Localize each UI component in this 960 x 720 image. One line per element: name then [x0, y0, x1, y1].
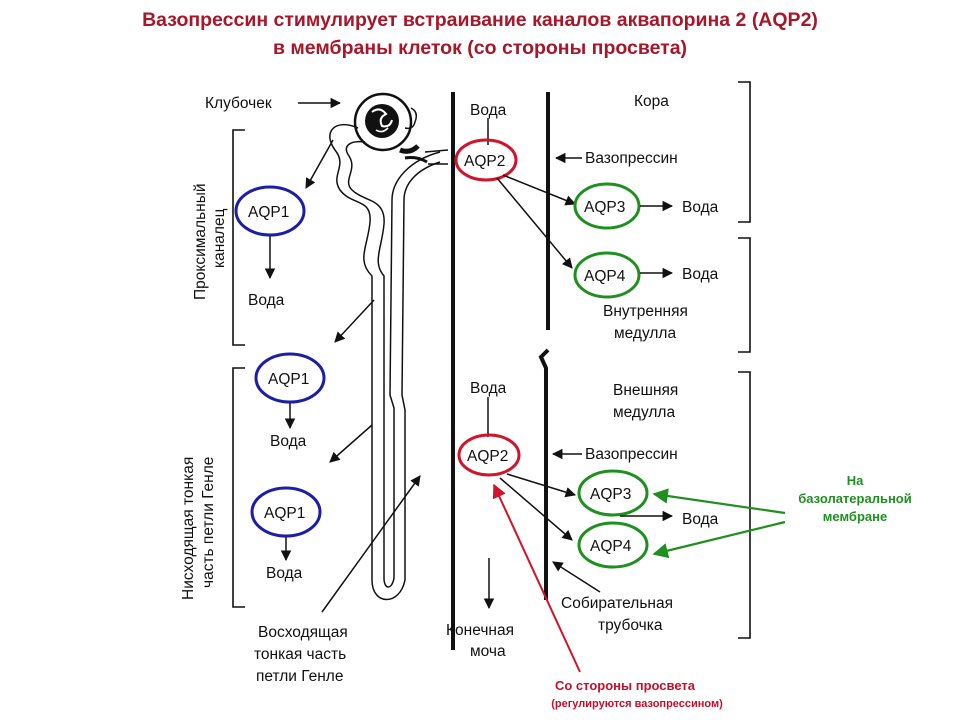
collecting-duct-label-1: Собирательная [561, 595, 673, 612]
nephron-tubule [329, 92, 449, 601]
luminal-label-1: Со стороны просвета [555, 678, 696, 693]
title-line-1: Вазопрессин стимулирует встраивание кана… [142, 9, 818, 31]
ascending-label-2: тонкая часть [254, 646, 346, 663]
glomerulus-label: Клубочек [205, 95, 272, 112]
luminal-label-2: (регулируются вазопрессином) [551, 698, 723, 710]
arrow-luminal-aqp2 [492, 483, 581, 673]
aqp1-label-c: AQP1 [264, 505, 305, 522]
water-label-bottom-lumen: Вода [470, 380, 507, 397]
aqp1-label-a: AQP1 [248, 204, 289, 221]
outer-medulla-bracket [738, 371, 751, 639]
water-label-top-lumen: Вода [470, 102, 507, 119]
vasopressin-label-bottom: Вазопрессин [585, 446, 678, 463]
descending-label-2: часть петли Генле [200, 457, 217, 588]
outer-medulla-label-1: Внешняя [613, 382, 678, 399]
proximal-label-1: Проксимальный [192, 184, 209, 301]
aqp1-ring-b [254, 352, 326, 404]
basolateral-label-2: базолатеральной [798, 491, 911, 506]
water-label-aqp3-top: Вода [682, 199, 719, 216]
cortex-bracket [738, 81, 751, 223]
aqp4-label-bottom: AQP4 [590, 538, 632, 555]
arrow-basolateral-aqp4 [652, 520, 786, 559]
water-label-aqp3-bottom: Вода [682, 511, 719, 528]
outer-medulla-label-2: медулла [613, 404, 675, 421]
title-line-2: в мембраны клеток (со стороны просвета) [272, 37, 688, 59]
basolateral-label-3: мембране [823, 509, 887, 524]
aqp2-label-bottom: AQP2 [467, 448, 508, 465]
inner-medulla-label-2: медулла [614, 325, 676, 342]
slide-title: Вазопрессин стимулирует встраивание кана… [0, 6, 960, 62]
descending-bracket [232, 367, 245, 608]
descending-label-1: Нисходящая тонкая [180, 457, 197, 600]
aqp4-label-top: AQP4 [584, 268, 626, 285]
basolateral-label-1: На [847, 473, 864, 488]
ascending-label-1: Восходящая [258, 624, 348, 641]
collecting-duct-walls [451, 92, 550, 650]
aqp4-ring-bottom [577, 521, 649, 569]
aqp4-ring-top [573, 251, 641, 299]
aqp1-label-b: AQP1 [268, 371, 309, 388]
proximal-label-2: каналец [211, 208, 228, 268]
collecting-duct-label-2: трубочка [598, 617, 663, 634]
aqp1-ring-c [250, 486, 322, 538]
ascending-label-3: петли Генле [256, 668, 343, 685]
aqp3-label-bottom: AQP3 [590, 486, 631, 503]
final-urine-label-1: Конечная [446, 622, 514, 639]
aqp2-ring-bottom [457, 433, 521, 477]
arrow-basolateral-aqp3 [652, 488, 786, 515]
water-label-a: Вода [248, 292, 285, 309]
inner-medulla-bracket [738, 237, 751, 353]
aqp2-label-top: AQP2 [464, 153, 505, 170]
aqp3-label-top: AQP3 [584, 199, 625, 216]
aqp3-ring-bottom [577, 469, 649, 517]
inner-medulla-label-1: Внутренняя [603, 303, 688, 320]
water-label-aqp4-top: Вода [682, 266, 719, 283]
aqp2-ring-top [454, 138, 518, 182]
proximal-bracket [232, 129, 245, 346]
vasopressin-label-top: Вазопрессин [585, 150, 678, 167]
aqp3-ring-top [573, 182, 641, 230]
water-label-c: Вода [266, 565, 303, 582]
aqp1-ring-a [234, 185, 306, 237]
final-urine-label-2: моча [470, 643, 506, 660]
cortex-label: Кора [634, 93, 669, 110]
glomerulus-tuft [365, 104, 399, 138]
water-label-b: Вода [270, 433, 307, 450]
